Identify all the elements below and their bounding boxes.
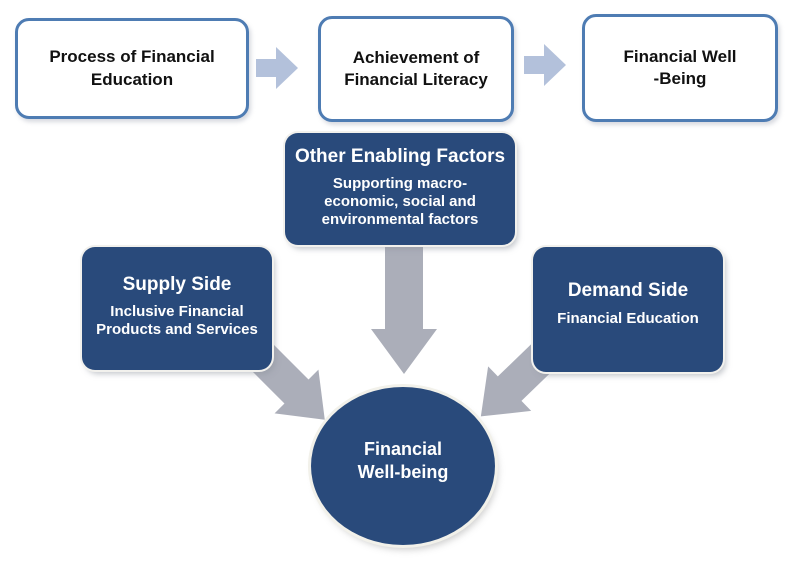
right-arrow-icon xyxy=(256,47,298,89)
demand-side-subtitle: Financial Education xyxy=(557,309,699,327)
demand-side-box: Demand Side Financial Education xyxy=(533,247,723,372)
supply-side-box: Supply Side Inclusive Financial Products… xyxy=(82,247,272,370)
achievement-of-financial-literacy-box: Achievement of Financial Literacy xyxy=(318,16,514,122)
supply-side-subtitle: Inclusive Financial Products and Service… xyxy=(96,302,258,338)
other-enabling-factors-box: Other Enabling Factors Supporting macro-… xyxy=(285,133,515,245)
down-arrow-icon xyxy=(371,246,437,374)
financial-wellbeing-circle: Financial Well-being xyxy=(311,387,495,545)
process-of-financial-education-label: Process of Financial Education xyxy=(49,47,215,89)
process-of-financial-education-box: Process of Financial Education xyxy=(15,18,249,119)
other-enabling-factors-title: Other Enabling Factors xyxy=(294,146,506,167)
achievement-of-financial-literacy-label: Achievement of Financial Literacy xyxy=(344,47,488,89)
financial-well-being-box: Financial Well -Being xyxy=(582,14,778,122)
financial-well-being-label: Financial Well -Being xyxy=(623,46,737,88)
other-enabling-factors-subtitle: Supporting macro-economic, social and en… xyxy=(321,174,479,228)
right-arrow-icon xyxy=(524,44,566,86)
financial-wellbeing-circle-label: Financial Well-being xyxy=(357,438,449,482)
supply-side-title: Supply Side xyxy=(122,274,232,295)
demand-side-title: Demand Side xyxy=(567,280,689,301)
